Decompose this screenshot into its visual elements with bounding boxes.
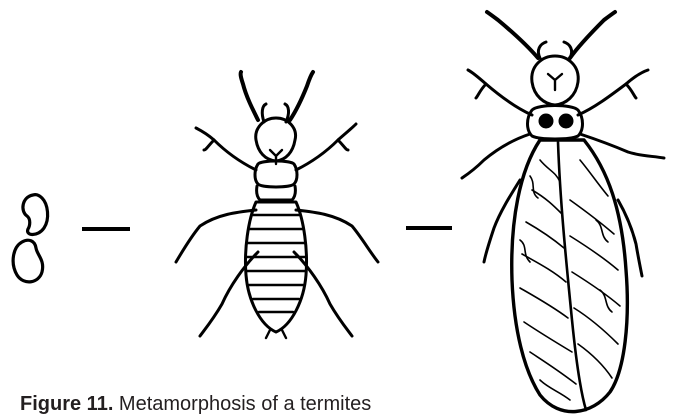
termite-nymph-icon: [176, 72, 378, 338]
termite-eggs-icon: [13, 195, 47, 282]
winged-termite-adult-icon: [462, 12, 664, 412]
figure-caption: Figure 11. Metamorphosis of a termites: [20, 392, 371, 416]
figure-caption-label: Figure 11.: [20, 393, 113, 415]
figure-caption-text: Metamorphosis of a termites: [113, 393, 371, 415]
